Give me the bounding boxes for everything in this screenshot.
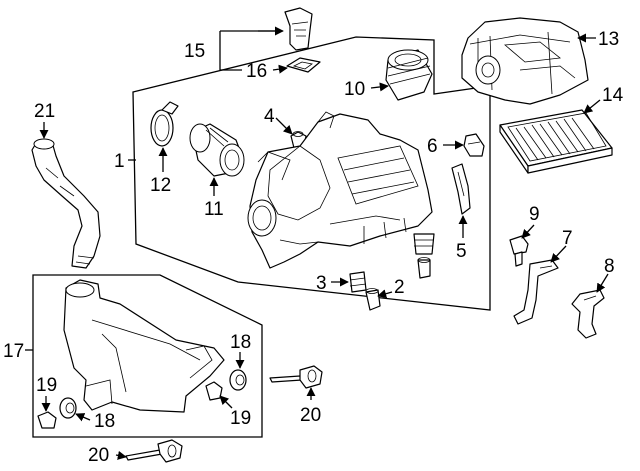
part-6-clip [463, 133, 485, 157]
part-15-sensor [284, 7, 313, 51]
part-16-seal [286, 57, 321, 73]
callout-11: 11 [204, 199, 224, 220]
callout-3: 3 [316, 273, 327, 294]
callout-2: 2 [394, 277, 405, 298]
callout-8: 8 [604, 256, 615, 277]
callout-14: 14 [602, 85, 624, 106]
callout-20-a: 20 [300, 405, 321, 426]
part-5-seal [451, 163, 471, 215]
part-8-bracket [571, 289, 605, 339]
part-spring-a [413, 233, 435, 255]
part-19-nut-b [37, 411, 57, 429]
callout-18-a: 18 [230, 332, 251, 353]
callout-4: 4 [264, 106, 275, 127]
callout-19-b: 19 [36, 375, 57, 396]
part-grommet-b [417, 257, 431, 279]
callout-10: 10 [344, 79, 365, 100]
part-18-spacer-b [59, 397, 77, 419]
callout-19-a: 19 [230, 408, 251, 429]
part-11-tube [189, 123, 245, 177]
callout-20-b: 20 [88, 445, 109, 466]
callout-21: 21 [34, 101, 55, 122]
callout-1: 1 [114, 151, 125, 172]
callout-15: 15 [184, 41, 205, 62]
part-19-nut-a [205, 381, 223, 401]
callout-17: 17 [3, 341, 24, 362]
part-1-housing [247, 111, 433, 269]
assembly-17-outline [32, 274, 263, 438]
part-7-bracket [513, 259, 559, 325]
part-10-boot [385, 49, 433, 101]
part-17-resonator [63, 279, 225, 413]
callout-5: 5 [456, 241, 467, 262]
part-3-spring [349, 271, 367, 293]
part-14-filter [499, 109, 613, 174]
part-12-clamp [150, 101, 179, 147]
part-21-duct [31, 138, 101, 269]
callout-16: 16 [246, 61, 267, 82]
leader-lines [25, 26, 609, 460]
part-9-bolt [509, 235, 529, 267]
part-18-spacer-a [229, 369, 247, 391]
callout-13: 13 [598, 29, 619, 50]
part-13-cover [461, 17, 589, 105]
callout-7: 7 [562, 228, 573, 249]
callout-12: 12 [150, 175, 171, 196]
part-2-grommet [365, 288, 381, 311]
part-20-bolt-a [269, 365, 323, 389]
part-20-bolt-b [125, 439, 183, 463]
callout-18-b: 18 [94, 411, 115, 432]
callout-9: 9 [529, 204, 540, 225]
callout-6: 6 [427, 136, 438, 157]
